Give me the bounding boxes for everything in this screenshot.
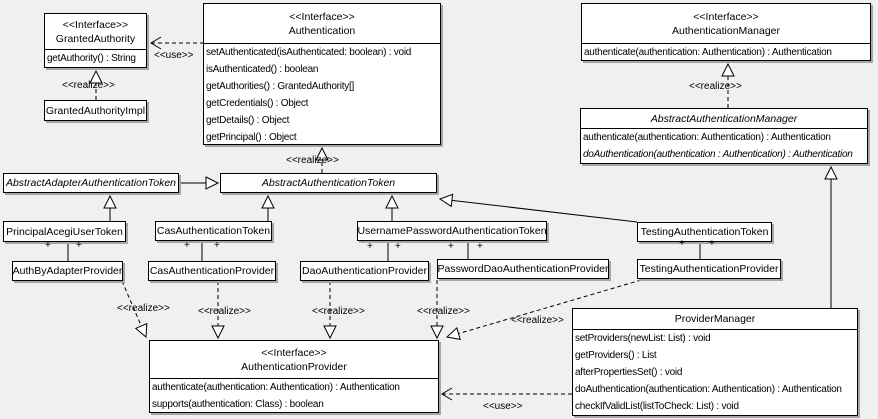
class-name: AuthByAdapterProvider [12, 265, 123, 277]
class-name: AbstractAdapterAuthenticationToken [5, 177, 177, 189]
use-label: <<use>> [483, 401, 523, 412]
class-authentication: <<Interface>> Authentication setAuthenti… [203, 3, 441, 145]
method-label: authenticate(authentication: Authenticat… [152, 382, 400, 393]
use-label: <<use>> [154, 50, 194, 61]
realize-label: <<realize>> [689, 81, 742, 92]
method-label: afterPropertiesSet() : void [575, 367, 683, 378]
method-label: setProviders(newList: List) : void [575, 333, 711, 344]
class-authentication-manager: <<Interface>> AuthenticationManager auth… [581, 3, 871, 61]
realize-label: <<realize>> [417, 306, 470, 317]
class-name: PasswordDaoAuthenticationProvider [437, 263, 609, 275]
method-label: setAuthenticated(isAuthenticated: boolea… [206, 47, 412, 58]
method-label: isAuthenticated() : boolean [206, 64, 319, 75]
class-name: ProviderManager [674, 313, 756, 325]
class-name: UsernamePasswordAuthenticationToken [357, 225, 547, 237]
multiplicity-label: + [395, 241, 401, 252]
class-granted-authority: <<Interface>> GrantedAuthority getAuthor… [44, 13, 147, 68]
stereotype-label: <<Interface>> [261, 346, 327, 359]
method-label: authenticate(authentication: Authenticat… [584, 47, 832, 58]
method-label: getAuthority() : String [47, 53, 136, 64]
class-name: AbstractAuthenticationManager [650, 112, 798, 125]
method-label: getCredentials() : Object [206, 98, 309, 109]
multiplicity-label: + [477, 241, 483, 252]
class-auth-by-adapter-provider: AuthByAdapterProvider [12, 261, 123, 281]
class-name: TestingAuthenticationToken [640, 226, 769, 238]
class-abstract-authentication-manager: AbstractAuthenticationManager authentica… [580, 108, 868, 164]
method-label: supports(authentication: Class) : boolea… [152, 399, 324, 410]
class-name: PrincipalAcegiUserToken [6, 225, 123, 238]
class-abstract-authentication-token: AbstractAuthenticationToken [220, 173, 437, 193]
realize-label: <<realize>> [198, 306, 251, 317]
class-name: GrantedAuthorityImpl [45, 104, 146, 117]
method-label: checkIfValidList(listToCheck: List) : vo… [575, 401, 739, 412]
class-cas-authentication-token: CasAuthenticationToken [155, 221, 272, 241]
class-name: CasAuthenticationToken [156, 225, 271, 237]
class-principal-acegi-user-token: PrincipalAcegiUserToken [3, 221, 126, 242]
class-provider-manager: ProviderManager setProviders(newList: Li… [572, 308, 858, 416]
method-label: getDetails() : Object [206, 115, 290, 126]
method-label: getProviders() : List [575, 350, 657, 361]
class-authentication-provider: <<Interface>> AuthenticationProvider aut… [149, 340, 439, 413]
class-name: AbstractAuthenticationToken [261, 177, 396, 189]
stereotype-label: <<Interface>> [62, 18, 129, 31]
class-name: CasAuthenticationProvider [149, 265, 275, 277]
multiplicity-label: + [709, 238, 715, 249]
realize-label: <<realize>> [117, 303, 170, 314]
realize-label: <<realize>> [312, 306, 365, 317]
class-name: GrantedAuthority [55, 32, 136, 45]
class-name: TestingAuthenticationProvider [639, 263, 779, 275]
class-username-password-authentication-token: UsernamePasswordAuthenticationToken [357, 221, 547, 241]
multiplicity-label: + [214, 240, 220, 251]
class-name: Authentication [288, 24, 356, 37]
stereotype-label: <<Interface>> [289, 10, 355, 23]
multiplicity-label: + [448, 241, 454, 252]
class-dao-authentication-provider: DaoAuthenticationProvider [300, 261, 429, 281]
method-label: doAuthentication(authentication : Authen… [583, 149, 853, 160]
method-label: doAuthentication(authentication: Authent… [575, 384, 842, 395]
multiplicity-label: + [45, 240, 51, 251]
method-label: getAuthorities() : GrantedAuthority[] [206, 81, 355, 92]
class-abstract-adapter-authentication-token: AbstractAdapterAuthenticationToken [3, 173, 179, 193]
multiplicity-label: + [184, 240, 190, 251]
class-password-dao-authentication-provider: PasswordDaoAuthenticationProvider [437, 259, 609, 279]
class-granted-authority-impl: GrantedAuthorityImpl [44, 100, 147, 121]
realize-label: <<realize>> [286, 155, 339, 166]
method-label: authenticate(authentication: Authenticat… [583, 132, 831, 143]
realize-label: <<realize>> [511, 315, 564, 326]
stereotype-label: <<Interface>> [693, 10, 759, 23]
realize-label: <<realize>> [62, 80, 115, 91]
multiplicity-label: + [679, 238, 685, 249]
class-name: AuthenticationProvider [241, 360, 347, 373]
generalization-testing-token-edge [438, 193, 638, 223]
multiplicity-label: + [76, 240, 82, 251]
class-cas-authentication-provider: CasAuthenticationProvider [148, 261, 276, 281]
class-testing-authentication-provider: TestingAuthenticationProvider [637, 259, 781, 279]
class-name: AuthenticationManager [672, 24, 780, 37]
realize-auth-by-adapter-provider-edge [121, 280, 148, 339]
multiplicity-label: + [367, 241, 373, 252]
method-label: getPrincipal() : Object [206, 132, 297, 143]
class-name: DaoAuthenticationProvider [302, 265, 427, 277]
class-testing-authentication-token: TestingAuthenticationToken [637, 222, 772, 242]
